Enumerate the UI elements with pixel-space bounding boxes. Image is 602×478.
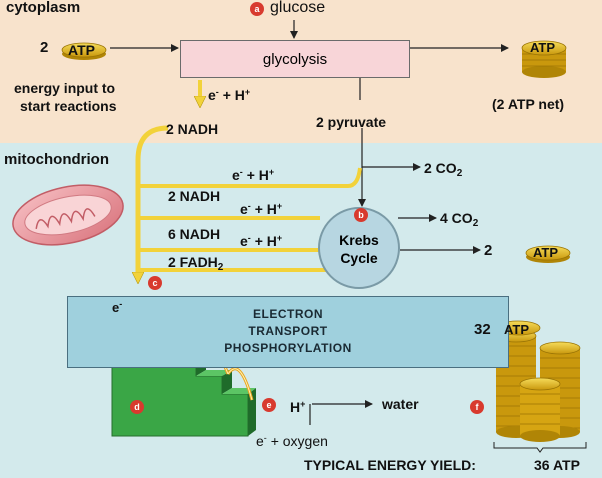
energy-input-label: energy input to — [14, 80, 116, 96]
etc-line-3: PHOSPHORYLATION — [224, 341, 352, 355]
atp-input-count: 2 — [40, 39, 49, 56]
atp-krebs-count: 2 — [484, 242, 493, 259]
cycle-label: Cycle — [340, 250, 378, 266]
nadh-top-label: 2 NADH — [166, 121, 219, 137]
atp-input-label: ATP — [68, 42, 95, 58]
e-h-label-1: e- + H+ — [232, 167, 275, 183]
cytoplasm-label: cytoplasm — [6, 0, 81, 16]
h-plus-water-label: H+ — [290, 399, 306, 415]
e-h-label-3: e- + H+ — [240, 233, 283, 249]
etc-line-2: TRANSPORT — [248, 324, 328, 338]
nadh-six-label: 6 NADH — [168, 226, 221, 242]
nadh-mid-label: 2 NADH — [168, 188, 221, 204]
badge-b: b — [354, 208, 368, 222]
start-reactions-label: start reactions — [20, 98, 117, 114]
e-h-top-label: e- + H+ — [208, 87, 251, 103]
glucose-label: glucose — [270, 0, 326, 16]
atp-krebs-coin-label: ATP — [533, 245, 559, 260]
water-label: water — [382, 396, 419, 412]
atp-net-coin-label: ATP — [530, 40, 556, 55]
glycolysis-box: glycolysis — [180, 40, 410, 78]
mitochondrion-illustration — [12, 184, 124, 246]
badge-e: e — [262, 398, 276, 412]
atp-coin-krebs — [525, 245, 571, 263]
electron-transport-box: ELECTRON TRANSPORT PHOSPHORYLATION — [67, 296, 509, 368]
typical-yield-label: TYPICAL ENERGY YIELD: — [304, 457, 476, 473]
co2-four-label: 4 CO2 — [440, 210, 479, 229]
co2-two-label: 2 CO2 — [424, 160, 463, 179]
fadh-label: 2 FADH2 — [168, 254, 224, 273]
thirty-six-atp-label: 36 ATP — [534, 457, 580, 473]
glycolysis-label: glycolysis — [262, 50, 328, 68]
e-stairs-label: e- — [112, 299, 123, 315]
mitochondrion-label: mitochondrion — [4, 151, 109, 168]
krebs-cycle-circle: Krebs Cycle — [318, 207, 400, 289]
thirty-two-label: 32 — [474, 321, 491, 338]
atp-coin-input — [61, 42, 107, 60]
e-h-label-2: e- + H+ — [240, 201, 283, 217]
atp-net-label: (2 ATP net) — [492, 96, 565, 112]
badge-d: d — [130, 400, 144, 414]
badge-c: c — [148, 276, 162, 290]
krebs-label: Krebs — [339, 232, 379, 248]
yield-bracket — [493, 442, 587, 453]
e-oxygen-label: e- + oxygen — [256, 433, 328, 449]
badge-a: a — [250, 2, 264, 16]
electron-path-main — [138, 125, 169, 278]
atp-32-coin-label: ATP — [504, 322, 530, 337]
badge-f: f — [470, 400, 484, 414]
atp-coin-net — [521, 40, 567, 78]
etc-line-1: ELECTRON — [253, 307, 323, 321]
electron-path-nadh-mid — [168, 167, 362, 188]
pyruvate-label: 2 pyruvate — [316, 114, 387, 130]
